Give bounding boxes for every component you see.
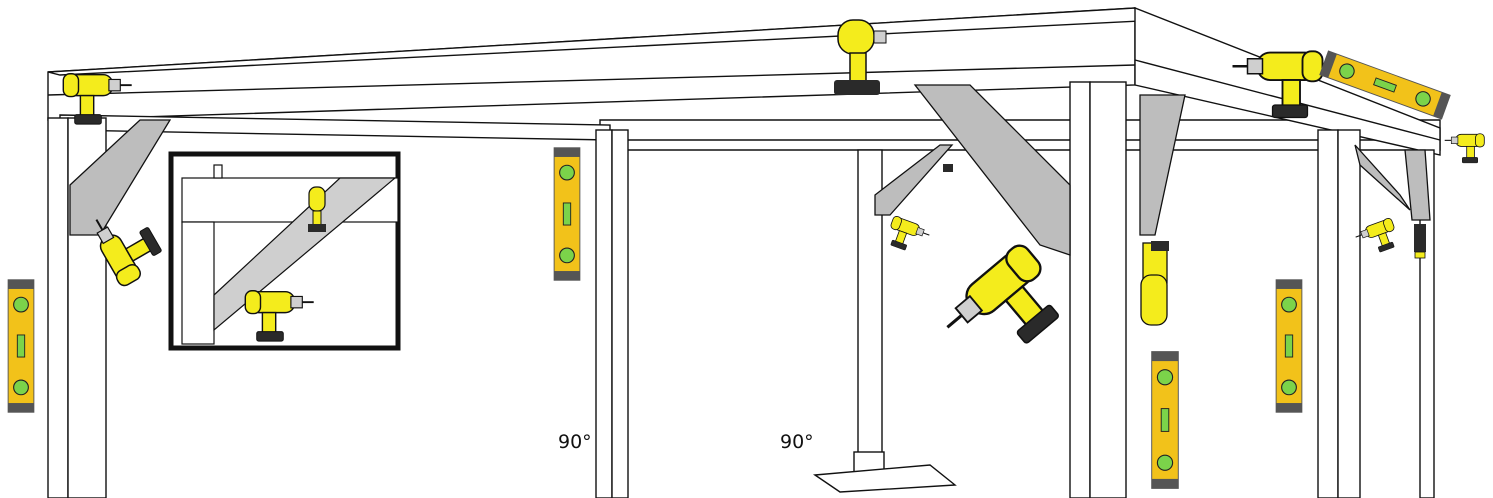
level-icon [1275,279,1303,413]
level-icon [1151,351,1179,489]
angle-label-left: 90° [558,431,592,453]
drill-icon [1414,224,1426,259]
drill-icon [883,214,933,257]
angle-label-right: 90° [780,431,814,453]
drill-icon [933,239,1076,378]
drill-icon [308,186,326,232]
detail-inset [168,151,401,351]
corner-braces [69,84,1431,256]
level-icon [7,279,35,413]
drill-icon [943,164,953,172]
drills [62,19,1485,378]
level-icon [553,147,581,281]
drill-icon [834,19,887,95]
drill-icon [1444,133,1485,164]
drill-icon [1140,241,1169,326]
